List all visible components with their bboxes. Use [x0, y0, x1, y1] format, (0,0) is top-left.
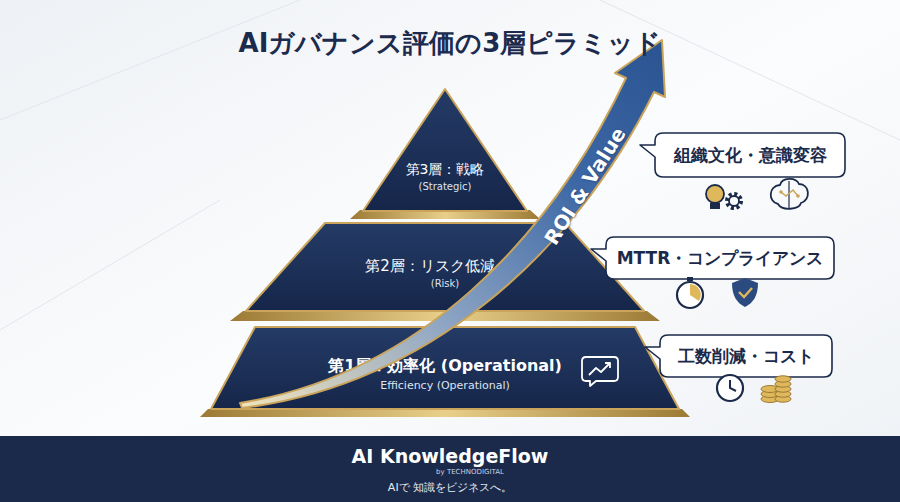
- risk-tier-shape: [246, 223, 644, 311]
- node-subtext: by TECHNODIGITAL: [430, 468, 510, 476]
- callout-text: 工数削減・コスト: [660, 346, 832, 366]
- node-heading: AI KnowledgeFlow: [0, 445, 900, 468]
- node-subtext: AIで 知識をビジネスへ。: [0, 481, 900, 494]
- brain-icon: [771, 179, 808, 209]
- strategic-tier-outline: [362, 88, 528, 212]
- strategic-tier: 第3層：戦略 (Strategic): [362, 88, 528, 212]
- chart-icon: [582, 357, 618, 386]
- footer-band: AI KnowledgeFlowby TECHNODIGITAL AIで 知識をビ…: [0, 436, 900, 502]
- clock-icon: [717, 375, 743, 401]
- callout-text: MTTR・コンプライアンス: [606, 248, 834, 268]
- node-heading: 第2層：リスク低減: [245, 257, 615, 275]
- background-lines: [0, 0, 900, 330]
- stopwatch-icon: [677, 277, 703, 308]
- risk-tier: 第2層：リスク低減 (Risk): [245, 222, 645, 312]
- callout-bubble-shape: [640, 133, 845, 177]
- callout-bubble: MTTR・コンプライアンス: [606, 237, 834, 279]
- shield-icon: [732, 278, 758, 307]
- callout-bubble: 工数削減・コスト: [660, 335, 832, 377]
- coins-icon: [761, 376, 791, 403]
- node-heading: 第3層：戦略: [362, 161, 528, 178]
- callout-bubble-shape: [645, 335, 832, 377]
- diagram-title: AIガバナンス評価の3層ピラミッド: [0, 26, 900, 61]
- gold-ledge: [200, 409, 690, 417]
- callout-text: 組織文化・意識変容: [655, 145, 845, 165]
- arrow-label: ROI & Value: [539, 123, 630, 249]
- footer-band-shape: [0, 436, 900, 502]
- callout-bubble: 組織文化・意識変容: [655, 133, 845, 177]
- callout-bubble-shape: [591, 237, 834, 279]
- strategic-tier-shape: [363, 89, 527, 211]
- node-subtext: (Strategic): [362, 181, 528, 193]
- node-subtext: (Risk): [245, 278, 645, 290]
- growth-arrow: [240, 40, 665, 408]
- lightbulb-gear-icon: [706, 185, 741, 209]
